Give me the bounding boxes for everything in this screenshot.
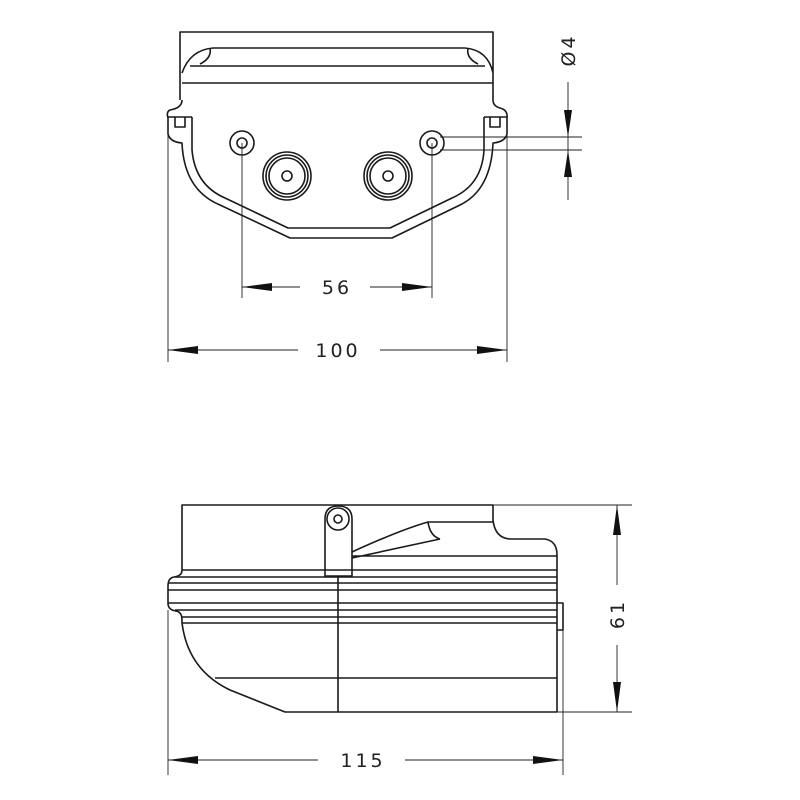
fitting-right <box>363 151 413 201</box>
dimension-100: 100 <box>167 134 508 362</box>
dimension-61: 61 <box>493 504 632 713</box>
top-view-slot-left <box>168 116 192 128</box>
dimension-61-label: 61 <box>607 599 629 629</box>
dimension-115: 115 <box>167 610 564 775</box>
dimension-diameter-label: Ø4 <box>558 33 580 66</box>
top-view: 56 100 Ø4 <box>166 31 582 362</box>
side-view-wedge <box>351 521 557 559</box>
side-view-tab <box>557 602 564 631</box>
top-view-body-outline <box>166 99 508 239</box>
dimension-56: 56 <box>241 143 433 299</box>
side-view-bands <box>168 569 557 624</box>
top-view-handle-frame <box>179 31 494 100</box>
side-view-clip <box>324 505 353 577</box>
side-view-upper-body <box>181 504 558 712</box>
dimension-115-label: 115 <box>340 750 385 772</box>
top-view-slot-right <box>484 116 507 128</box>
side-view: 61 115 <box>167 504 632 775</box>
side-view-bowl <box>181 620 557 713</box>
side-view-lip <box>167 569 183 621</box>
dimension-diameter-4: Ø4 <box>440 33 582 200</box>
fitting-left <box>262 151 312 201</box>
dimension-100-label: 100 <box>315 340 360 362</box>
top-view-inner-bowl <box>191 117 485 229</box>
dimension-56-label: 56 <box>322 277 352 299</box>
